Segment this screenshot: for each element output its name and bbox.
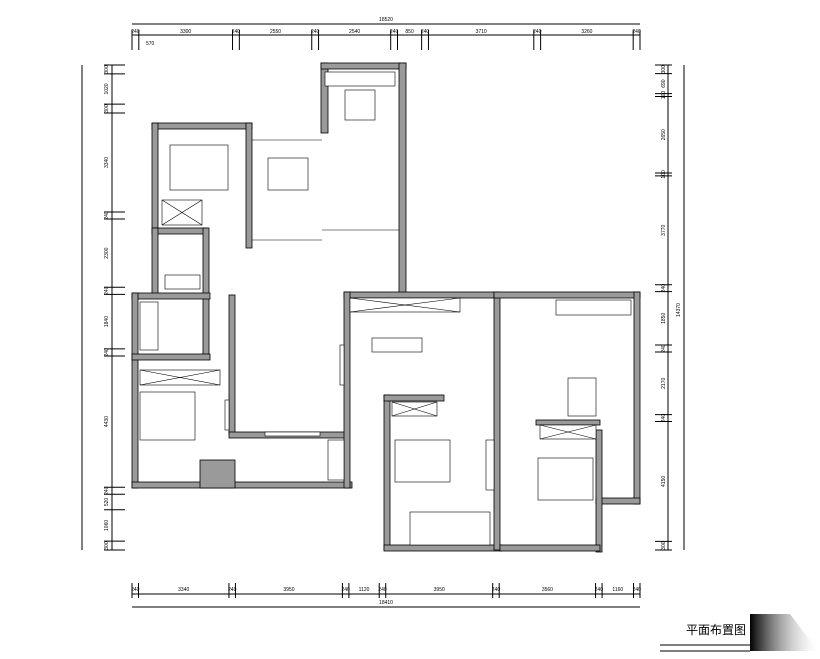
walls — [131, 62, 641, 553]
dimension-label: 850 — [405, 29, 414, 35]
left-dimensions: 300 1020 300 3340 240 2300 240 1840 240 4430 240 52… — [81, 64, 125, 551]
dimension-label: 520 — [104, 498, 110, 507]
dimension-label: 240 — [661, 414, 667, 423]
dimension-label: 300 — [661, 541, 667, 550]
dimension-label: 240 — [661, 344, 667, 353]
dimension-label: 240 — [378, 587, 387, 593]
title-block: 平面布置图 — [660, 614, 818, 652]
dimension-label: 300 — [661, 65, 667, 74]
dimension-label: 240 — [104, 348, 110, 357]
dimension-label: 2300 — [104, 247, 110, 258]
dimension-label: 240 — [661, 284, 667, 293]
dimension-label: 1840 — [104, 316, 110, 327]
dimension-label: 240 — [633, 587, 642, 593]
dimension-label: 3560 — [542, 587, 553, 593]
top-total-dimension: 18520 — [379, 17, 393, 23]
dimension-label: 1060 — [104, 520, 110, 531]
dimension-label: 240 — [390, 29, 399, 35]
dimension-label: 100 — [661, 170, 667, 179]
dimension-label: 240 — [131, 29, 140, 35]
dimension-label: 3710 — [476, 29, 487, 35]
title-shadow — [750, 614, 818, 651]
dimension-label: 4150 — [661, 476, 667, 487]
dimension-label: 300 — [104, 541, 110, 550]
dimension-label: 300 — [104, 104, 110, 113]
dimension-label: 2170 — [661, 378, 667, 389]
bottom-total-dimension: 18410 — [379, 600, 393, 606]
drawing-title: 平面布置图 — [686, 623, 746, 637]
dimension-label: 240 — [492, 587, 501, 593]
dimension-label: 2540 — [349, 29, 360, 35]
dimension-label: 3340 — [178, 587, 189, 593]
dimension-label: 3950 — [434, 587, 445, 593]
dimension-label: 240 — [595, 587, 604, 593]
furniture — [139, 71, 632, 546]
dimension-label: 2550 — [270, 29, 281, 35]
dimension-label: 3340 — [104, 157, 110, 168]
dimension-label: 3770 — [661, 224, 667, 235]
dimension-label: 3300 — [180, 29, 191, 35]
dimension-label: 4430 — [104, 416, 110, 427]
dimension-label: 240 — [311, 29, 320, 35]
dimension-label: 1850 — [661, 313, 667, 324]
top-dimensions: 18520 240 3300 240 2550 240 2540 240 850 240 3710… — [131, 17, 641, 50]
top-sub-dimension: 570 — [146, 41, 155, 47]
dimension-label: 3950 — [283, 587, 294, 593]
right-dimensions: 14370 300 690 100 2650 100 3770 240 1850 240 2170… — [655, 64, 685, 551]
right-total-dimension: 14370 — [676, 303, 682, 317]
dimension-label: 100 — [661, 91, 667, 100]
dimension-label: 240 — [232, 29, 241, 35]
dimension-label: 1160 — [612, 587, 623, 593]
dimension-label: 240 — [131, 587, 140, 593]
dimension-label: 3260 — [581, 29, 592, 35]
dimension-label: 240 — [104, 286, 110, 295]
dimension-label: 1120 — [359, 587, 370, 593]
dimension-label: 240 — [104, 486, 110, 495]
dimension-label: 300 — [104, 65, 110, 74]
dimension-label: 240 — [104, 211, 110, 220]
dimension-label: 240 — [228, 587, 237, 593]
dimension-label: 2650 — [661, 129, 667, 140]
dimension-label: 1020 — [104, 83, 110, 94]
dimension-label: 240 — [533, 29, 542, 35]
dimension-label: 240 — [341, 587, 350, 593]
dimension-label: 240 — [421, 29, 430, 35]
dimension-label: 240 — [632, 29, 641, 35]
bottom-dimensions: 18410 240 3340 240 3950 240 1120 240 3950 240 356… — [131, 583, 642, 608]
dimension-label: 690 — [661, 79, 667, 88]
